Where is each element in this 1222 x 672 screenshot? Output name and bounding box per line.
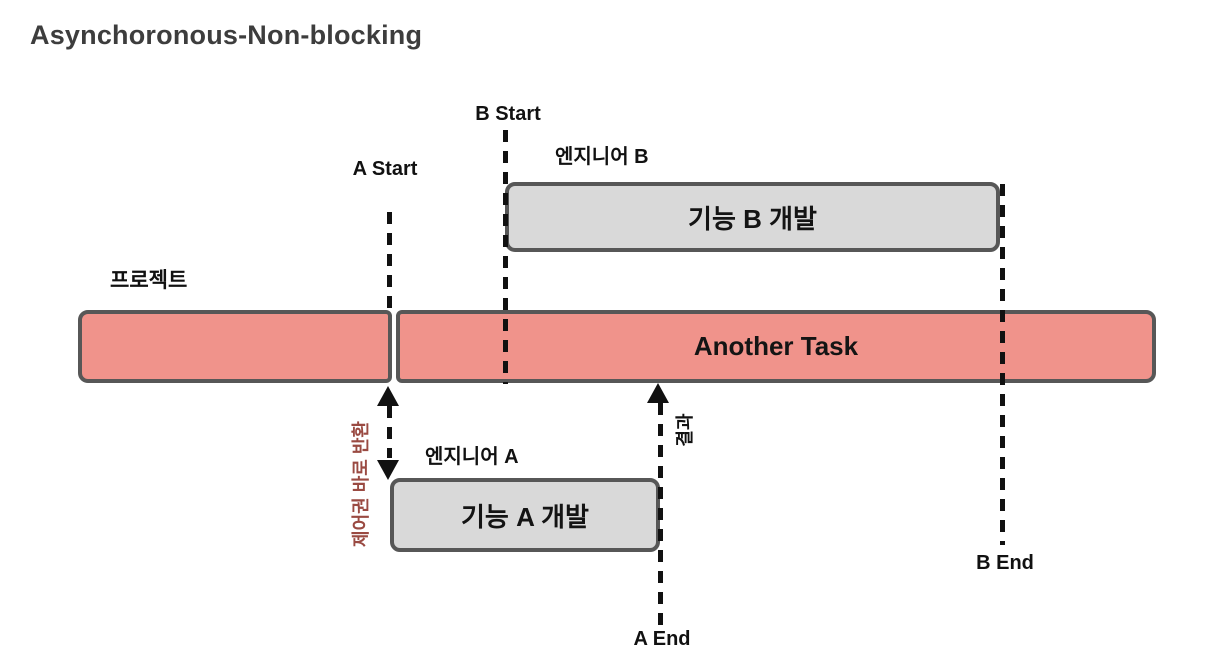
control-return-note: 제어권 바로 반환 (351, 421, 371, 547)
label-engineer-b: 엔지니어 B (555, 146, 649, 168)
feature-a-box: 기능 A 개발 (390, 478, 660, 552)
another-task-label: Another Task (693, 331, 859, 361)
feature-b-box: 기능 B 개발 (505, 182, 1000, 252)
feature-b-box-label: 기능 B 개발 (688, 203, 817, 234)
label-project: 프로젝트 (110, 269, 188, 292)
project-bar-segment-1 (78, 310, 392, 383)
control-return-arrow-up-icon (377, 386, 399, 406)
control-return-arrow-shaft (387, 406, 392, 458)
result-arrow-up-icon (647, 383, 669, 403)
dashed-line-b-end (1000, 184, 1005, 545)
feature-a-box-label: 기능 A 개발 (461, 501, 589, 532)
label-a-start: A Start (352, 158, 418, 180)
label-engineer-a: 엔지니어 A (425, 446, 519, 468)
dashed-line-a-start (387, 212, 392, 308)
dashed-line-b-start (503, 130, 508, 384)
result-note: 결과 (675, 413, 695, 447)
page-title: Asynchoronous-Non-blocking (30, 20, 423, 50)
label-a-end: A End (633, 628, 691, 650)
label-b-end: B End (976, 552, 1034, 574)
dashed-line-a-end (658, 403, 663, 625)
project-bar-segment-2: Another Task (396, 310, 1156, 383)
control-return-arrow-down-icon (377, 460, 399, 480)
label-b-start: B Start (475, 103, 541, 125)
